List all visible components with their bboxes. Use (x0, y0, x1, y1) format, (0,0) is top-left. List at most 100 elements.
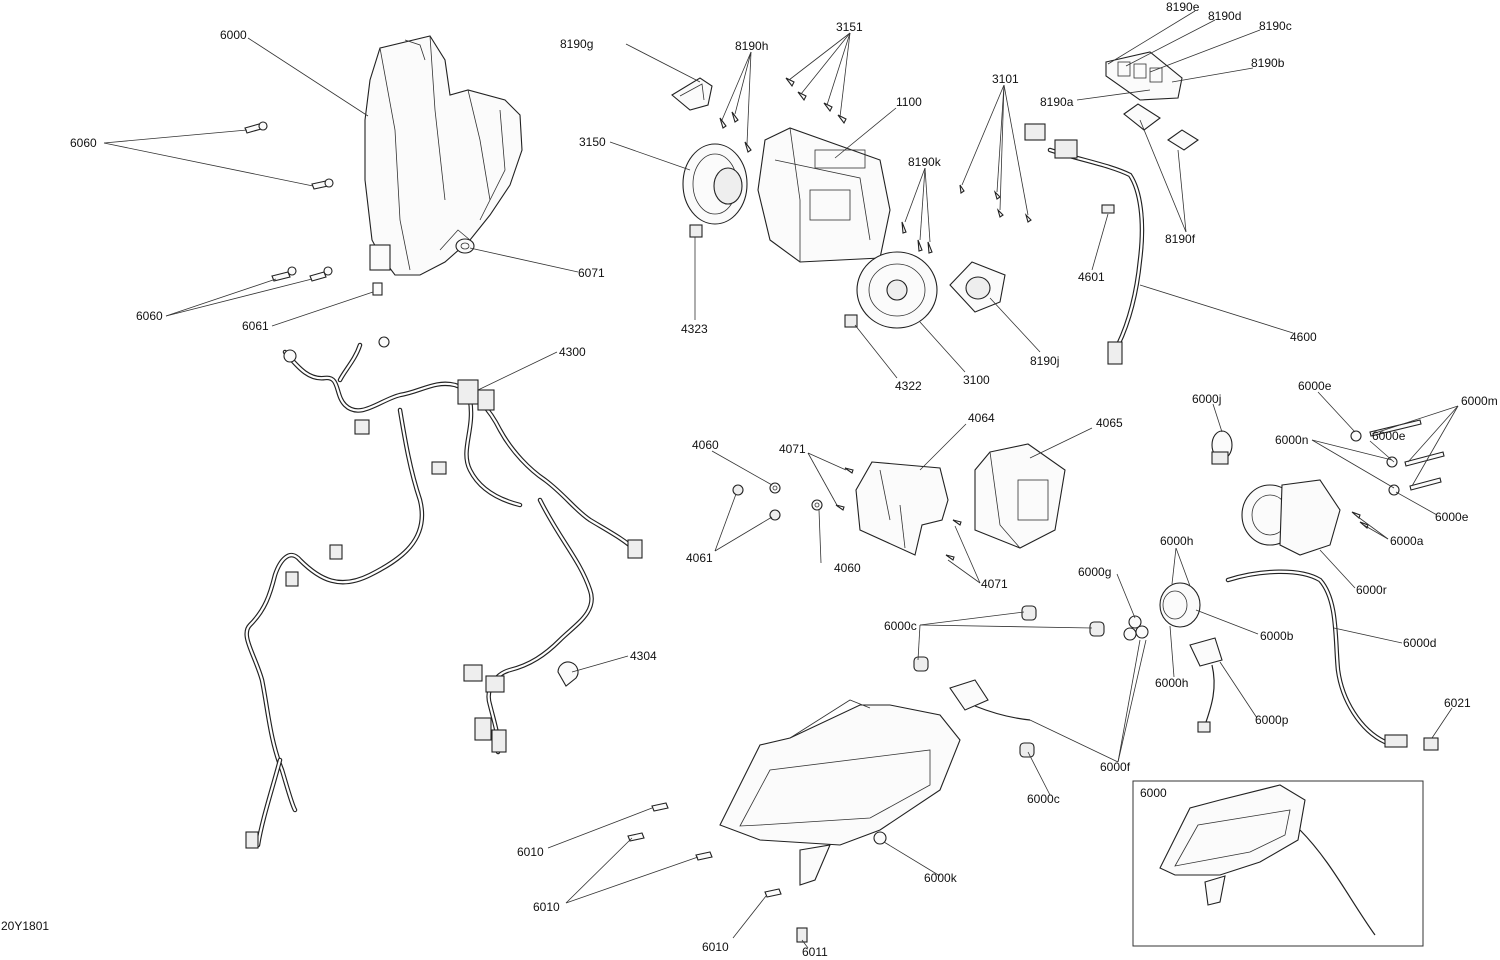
inset-assembly-6000 (1132, 780, 1424, 947)
label-8190e: 8190e (1166, 0, 1200, 14)
bezel-8190f-b (1167, 129, 1199, 151)
clip-6011 (796, 927, 808, 943)
tweeter-8190j (949, 261, 1006, 313)
label-6000c-top: 6000c (884, 619, 917, 633)
label-8190a: 8190a (1040, 95, 1074, 109)
label-4064: 4064 (968, 411, 995, 425)
label-4322: 4322 (895, 379, 922, 393)
label-4060-top: 4060 (692, 438, 719, 452)
label-3150: 3150 (579, 135, 606, 149)
clip-6061 (372, 282, 383, 296)
label-6000e-top: 6000e (1298, 379, 1332, 393)
bulb-6000j (1211, 430, 1233, 465)
label-8190h: 8190h (735, 39, 768, 53)
label-6010-bottom: 6010 (702, 940, 729, 954)
clip-4601 (1101, 204, 1115, 214)
label-6000d: 6000d (1403, 636, 1436, 650)
label-4601: 4601 (1078, 270, 1105, 284)
washer-4060-a (769, 482, 781, 494)
label-6000m: 6000m (1461, 394, 1498, 408)
label-8190f: 8190f (1165, 232, 1196, 246)
label-8190j: 8190j (1030, 354, 1059, 368)
label-6000h-bottom: 6000h (1155, 676, 1188, 690)
clip-4322 (844, 314, 858, 328)
projector-module (1241, 479, 1341, 556)
label-4300: 4300 (559, 345, 586, 359)
label-8190g: 8190g (560, 37, 593, 51)
headlamp-6000k (719, 699, 961, 886)
label-6060-top: 6060 (70, 136, 97, 150)
plug-6000g (1123, 615, 1149, 641)
speaker-3150 (682, 143, 748, 225)
washer-4060-b (811, 499, 823, 511)
clip-4323 (689, 224, 703, 238)
lamp-6000h (1159, 582, 1201, 628)
label-6021: 6021 (1444, 696, 1471, 710)
label-6000r: 6000r (1356, 583, 1387, 597)
screw-6060-a (244, 121, 268, 134)
label-3101: 3101 (992, 72, 1019, 86)
harness-6000d (1225, 569, 1408, 748)
label-4060-bottom: 4060 (834, 561, 861, 575)
label-6071: 6071 (578, 266, 605, 280)
label-8190c: 8190c (1259, 19, 1292, 33)
label-3151: 3151 (836, 20, 863, 34)
figure-code: 20Y1801 (1, 919, 49, 933)
label-8190b: 8190b (1251, 56, 1285, 70)
label-6000c-bottom: 6000c (1027, 792, 1060, 806)
leader-lines (103, 10, 1459, 949)
label-6000e-bottom: 6000e (1435, 510, 1469, 524)
label-6000-inset: 6000 (1140, 786, 1167, 800)
label-4600: 4600 (1290, 330, 1317, 344)
nut-4061-b (769, 509, 781, 521)
switch-block-8190 (1105, 51, 1183, 101)
harness-4600 (1024, 123, 1145, 365)
label-6010-middle: 6010 (533, 900, 560, 914)
label-6000-housing: 6000 (220, 28, 247, 42)
screw-6060-c (271, 266, 297, 282)
tweeter-8190g (671, 77, 713, 111)
speaker-3100 (856, 251, 938, 329)
label-6000h-top: 6000h (1160, 534, 1193, 548)
grommet-6071 (455, 238, 475, 254)
gauge-cluster-1100 (757, 127, 891, 263)
label-6061: 6061 (242, 319, 269, 333)
label-6000a: 6000a (1390, 534, 1424, 548)
label-6000f: 6000f (1100, 760, 1131, 774)
label-6060-bottom: 6060 (136, 309, 163, 323)
bezel-8190f-a (1123, 103, 1161, 131)
label-3100: 3100 (963, 373, 990, 387)
label-8190k: 8190k (908, 155, 942, 169)
label-6000p: 6000p (1255, 713, 1289, 727)
module-4065 (974, 443, 1066, 549)
label-8190d: 8190d (1208, 9, 1241, 23)
label-1100: 1100 (896, 95, 922, 109)
connector-6000f (949, 679, 1031, 721)
screws-6010 (627, 802, 782, 898)
screw-6060-b (311, 178, 334, 190)
label-4323: 4323 (681, 322, 708, 336)
label-6000b: 6000b (1260, 629, 1294, 643)
screws-3151 (785, 77, 847, 125)
connector-6000p (1189, 637, 1223, 733)
label-4304: 4304 (630, 649, 657, 663)
label-6011: 6011 (802, 945, 828, 959)
screws-6000m (1369, 419, 1445, 491)
label-4065: 4065 (1096, 416, 1123, 430)
label-6000e-middle: 6000e (1372, 429, 1406, 443)
screws-8190k (901, 221, 933, 254)
clip-6021 (1423, 737, 1439, 751)
nut-4061-a (732, 484, 744, 496)
label-4061: 4061 (686, 551, 713, 565)
label-6000j: 6000j (1192, 392, 1221, 406)
screws-8190h (719, 111, 752, 153)
screw-6060-d (309, 266, 333, 282)
label-6000g: 6000g (1078, 565, 1111, 579)
grommets-6000c (913, 605, 1105, 758)
headlamp-housing-6000 (364, 35, 523, 276)
clip-4304 (557, 661, 579, 687)
label-4071-bottom: 4071 (981, 577, 1008, 591)
label-4071-top: 4071 (779, 442, 806, 456)
